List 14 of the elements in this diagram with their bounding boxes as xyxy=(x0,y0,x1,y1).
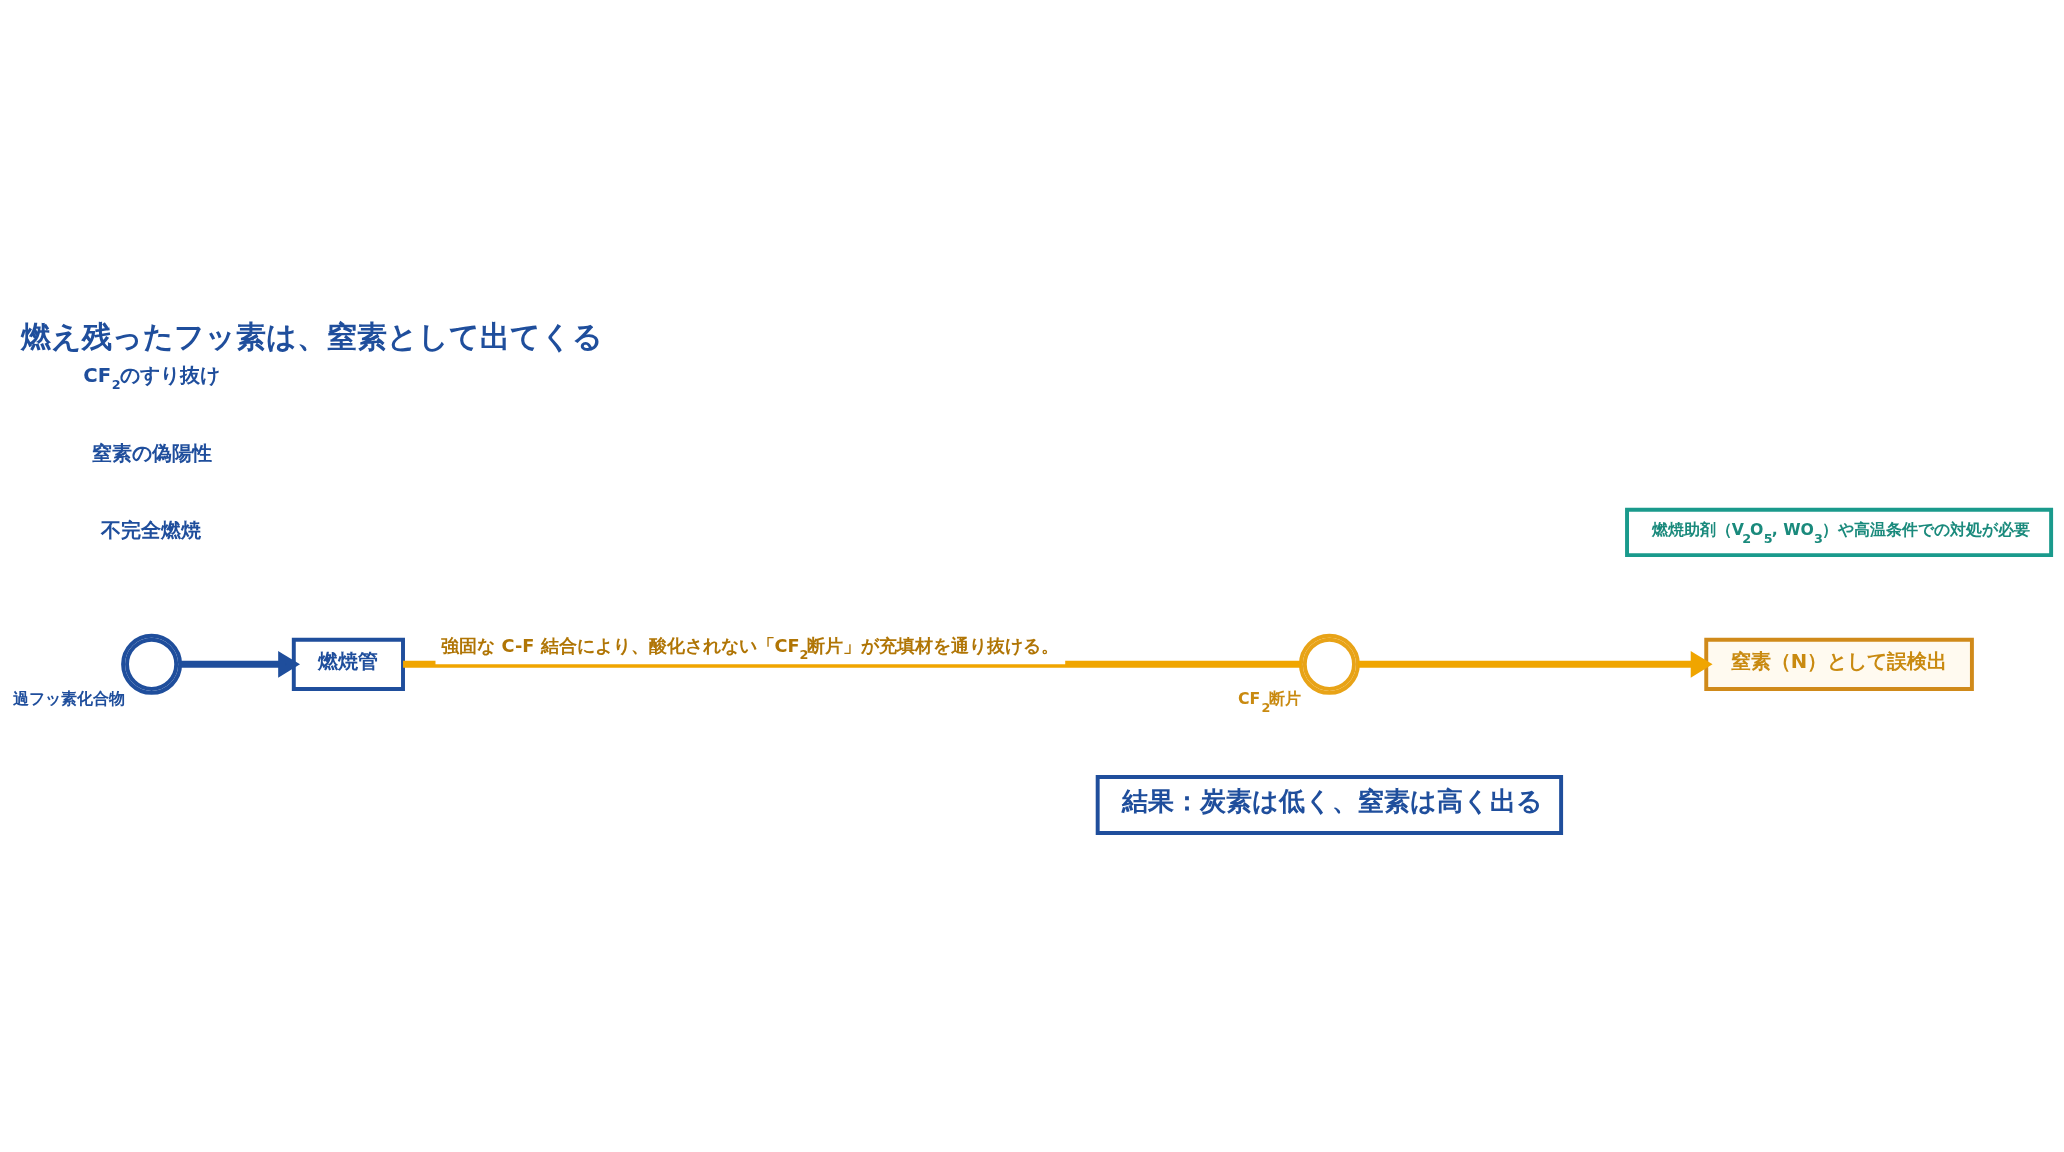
edge-label: 強固な C-F 結合により、酸化されない「CF$_{2}$断片」が充填材を通り抜ける。 xyxy=(441,635,1060,662)
node-label: CF$_{2}$断片 xyxy=(1237,688,1302,715)
node-box: 窒素（N）として誤検出 xyxy=(1704,637,1974,691)
arrow xyxy=(180,650,300,678)
node-box: 燃焼助剤（V$_{2}$O$_{5}$, WO$_{3}$）や高温条件での対処が必要 xyxy=(1625,507,2054,557)
node-box: 燃焼管 xyxy=(291,637,405,691)
arrow xyxy=(1358,650,1713,678)
label: 不完全燃焼 xyxy=(101,518,202,542)
label: CF$_{2}$のすり抜け xyxy=(83,363,220,392)
label: 窒素の偽陽性 xyxy=(91,441,212,465)
node-label: 過フッ素化合物 xyxy=(12,688,125,708)
node-box: 結果：炭素は低く、窒素は高く出る xyxy=(1095,774,1564,835)
diagram-title: 燃え残ったフッ素は、窒素として出てくる xyxy=(20,319,603,353)
connector xyxy=(403,660,1301,668)
